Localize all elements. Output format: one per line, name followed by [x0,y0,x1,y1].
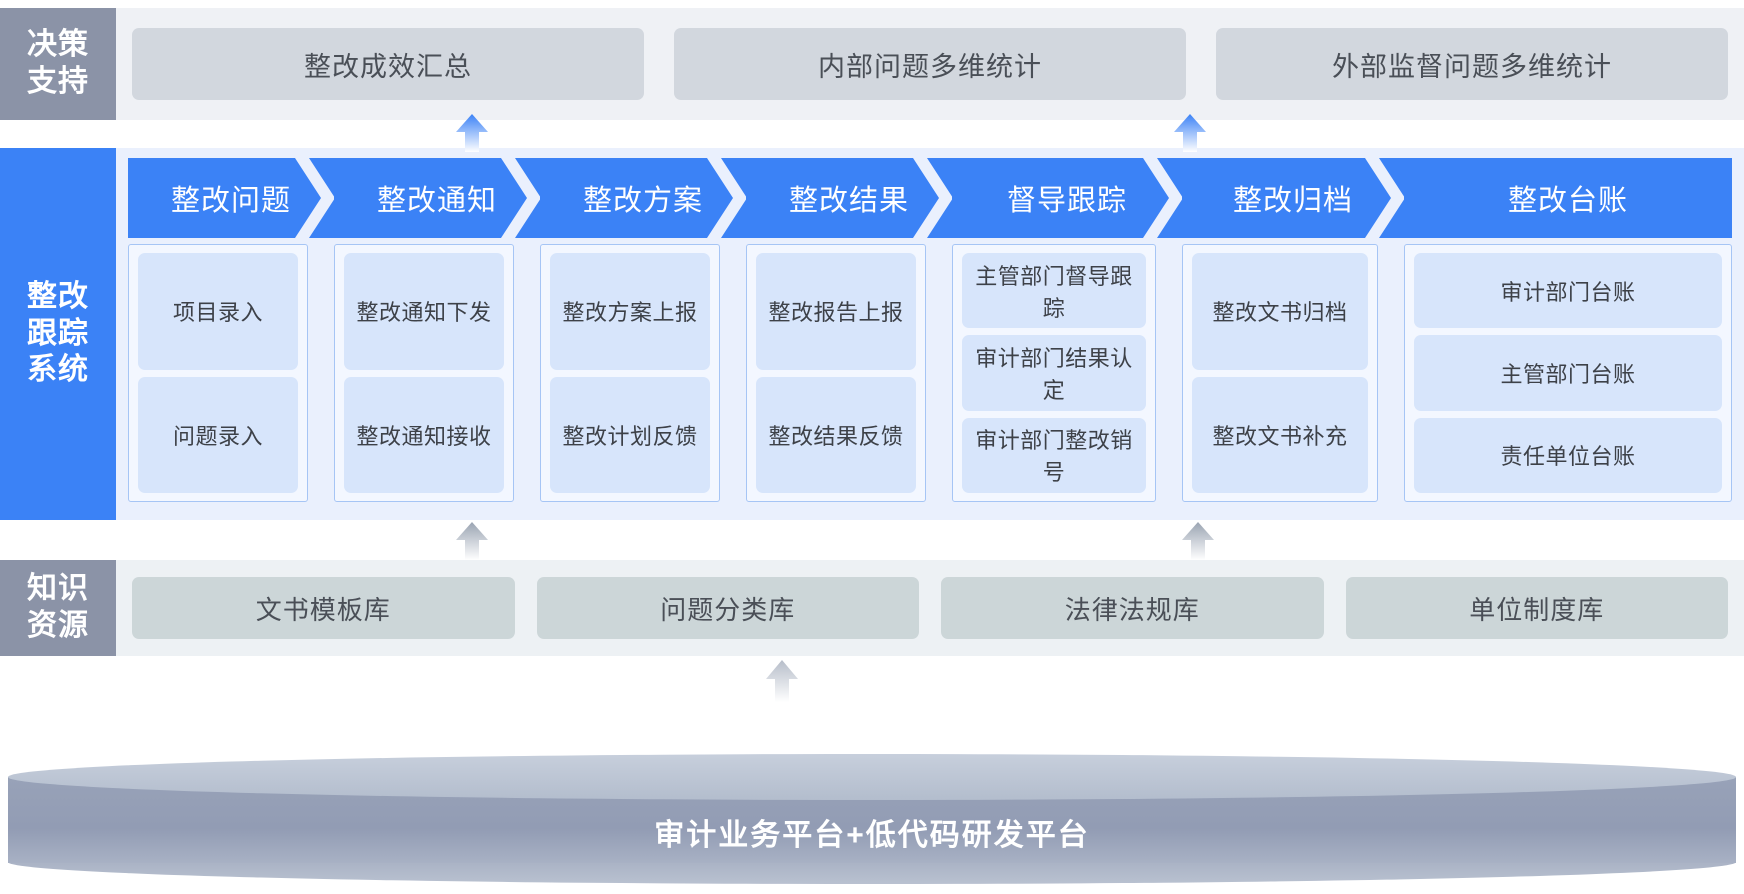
stage-title-6: 整改归档 [1232,185,1353,217]
chevron-right-icon [707,158,747,238]
process-stage-2: 整改通知 整改通知下发 整改通知接收 [334,158,541,502]
decision-support-cards: 整改成效汇总 内部问题多维统计 外部监督问题多维统计 [116,8,1744,120]
rectification-tracking-label: 整改 跟踪 系统 [0,148,116,520]
decision-support-label: 决策 支持 [0,8,116,120]
stage-items-7: 审计部门台账 主管部门台账 责任单位台账 [1404,244,1732,502]
stage-items-2: 整改通知下发 整改通知接收 [334,244,514,502]
connector-arrow-up-knowledge-left [456,522,488,560]
stage-item[interactable]: 整改文书归档 [1192,253,1368,370]
connector-arrow-up-left [456,114,488,152]
core-label-line-3: 系统 [27,353,89,387]
knowledge-card-law-regulation[interactable]: 法律法规库 [941,577,1324,639]
stage-items-4: 整改报告上报 整改结果反馈 [746,244,926,502]
chevron-right-icon [501,158,541,238]
stage-title-3: 整改方案 [582,185,703,217]
platform-cylinder: 审计业务平台+低代码研发平台 [8,754,1736,884]
knowledge-resource-label: 知识 资源 [0,560,116,656]
stage-title-5: 督导跟踪 [1006,185,1127,217]
chevron-right-icon [1143,158,1183,238]
process-stage-3: 整改方案 整改方案上报 整改计划反馈 [540,158,747,502]
process-stage-5: 督导跟踪 主管部门督导跟踪 审计部门结果认定 审计部门整改销号 [952,158,1183,502]
chevron-right-icon [295,158,335,238]
stage-item[interactable]: 主管部门台账 [1414,335,1722,411]
knowledge-resource-layer: 知识 资源 文书模板库 问题分类库 法律法规库 单位制度库 [0,560,1744,656]
stage-item[interactable]: 整改通知接收 [344,376,504,493]
process-stage-7: 整改台账 审计部门台账 主管部门台账 责任单位台账 [1404,158,1732,502]
knowledge-card-unit-policy[interactable]: 单位制度库 [1345,577,1728,639]
knowledge-label-line-1: 知识 [27,572,89,606]
stage-item[interactable]: 整改通知下发 [344,253,504,370]
connector-arrow-up-knowledge-right [1182,522,1214,560]
stage-items-3: 整改方案上报 整改计划反馈 [540,244,720,502]
stage-title-2: 整改通知 [376,185,497,217]
knowledge-label-line-2: 资源 [27,609,89,642]
cylinder-top [8,754,1736,800]
stage-item[interactable]: 责任单位台账 [1414,417,1722,493]
knowledge-card-document-template[interactable]: 文书模板库 [132,577,515,639]
decision-support-label-line-1: 决策 [27,28,89,62]
stage-header-3[interactable]: 整改方案 [540,158,747,238]
knowledge-card-issue-category[interactable]: 问题分类库 [536,577,919,639]
decision-card-external-stats[interactable]: 外部监督问题多维统计 [1216,28,1728,100]
core-label-line-1: 整改 [27,280,89,314]
stage-items-5: 主管部门督导跟踪 审计部门结果认定 审计部门整改销号 [952,244,1156,502]
rectification-tracking-layer: 整改 跟踪 系统 整改问题 项目录入 问题录入 整改通知 [0,148,1744,520]
stage-title-1: 整改问题 [170,185,291,217]
stage-header-7[interactable]: 整改台账 [1404,158,1732,238]
process-stage-container: 整改问题 项目录入 问题录入 整改通知 整改通知下发 整改通知接收 [116,148,1744,520]
chevron-right-icon [913,158,953,238]
stage-item[interactable]: 问题录入 [138,376,298,493]
stage-items-6: 整改文书归档 整改文书补充 [1182,244,1378,502]
stage-title-4: 整改结果 [788,185,909,217]
platform-label: 审计业务平台+低代码研发平台 [654,819,1090,852]
stage-header-4[interactable]: 整改结果 [746,158,953,238]
stage-item[interactable]: 整改报告上报 [756,253,916,370]
stage-item[interactable]: 整改方案上报 [550,253,710,370]
decision-support-layer: 决策 支持 整改成效汇总 内部问题多维统计 外部监督问题多维统计 [0,8,1744,120]
decision-card-internal-stats[interactable]: 内部问题多维统计 [674,28,1186,100]
chevron-right-icon [1365,158,1405,238]
process-stage-4: 整改结果 整改报告上报 整改结果反馈 [746,158,953,502]
stage-item[interactable]: 整改文书补充 [1192,376,1368,493]
stage-title-7: 整改台账 [1507,185,1628,217]
process-stage-6: 整改归档 整改文书归档 整改文书补充 [1182,158,1405,502]
stage-header-6[interactable]: 整改归档 [1182,158,1405,238]
stage-item[interactable]: 整改计划反馈 [550,376,710,493]
stage-header-1[interactable]: 整改问题 [128,158,335,238]
core-label-line-2: 跟踪 [27,316,89,350]
stage-items-1: 项目录入 问题录入 [128,244,308,502]
stage-header-2[interactable]: 整改通知 [334,158,541,238]
stage-item[interactable]: 整改结果反馈 [756,376,916,493]
knowledge-resource-cards: 文书模板库 问题分类库 法律法规库 单位制度库 [116,560,1744,656]
stage-item[interactable]: 主管部门督导跟踪 [962,253,1146,329]
connector-arrow-up-right [1174,114,1206,152]
decision-card-summary[interactable]: 整改成效汇总 [132,28,644,100]
process-stage-1: 整改问题 项目录入 问题录入 [128,158,335,502]
stage-item[interactable]: 审计部门台账 [1414,253,1722,329]
connector-arrow-up-platform [766,660,798,702]
stage-item[interactable]: 项目录入 [138,253,298,370]
decision-support-label-line-2: 支持 [27,65,89,98]
stage-header-5[interactable]: 督导跟踪 [952,158,1183,238]
stage-item[interactable]: 审计部门整改销号 [962,417,1146,493]
stage-item[interactable]: 审计部门结果认定 [962,335,1146,411]
